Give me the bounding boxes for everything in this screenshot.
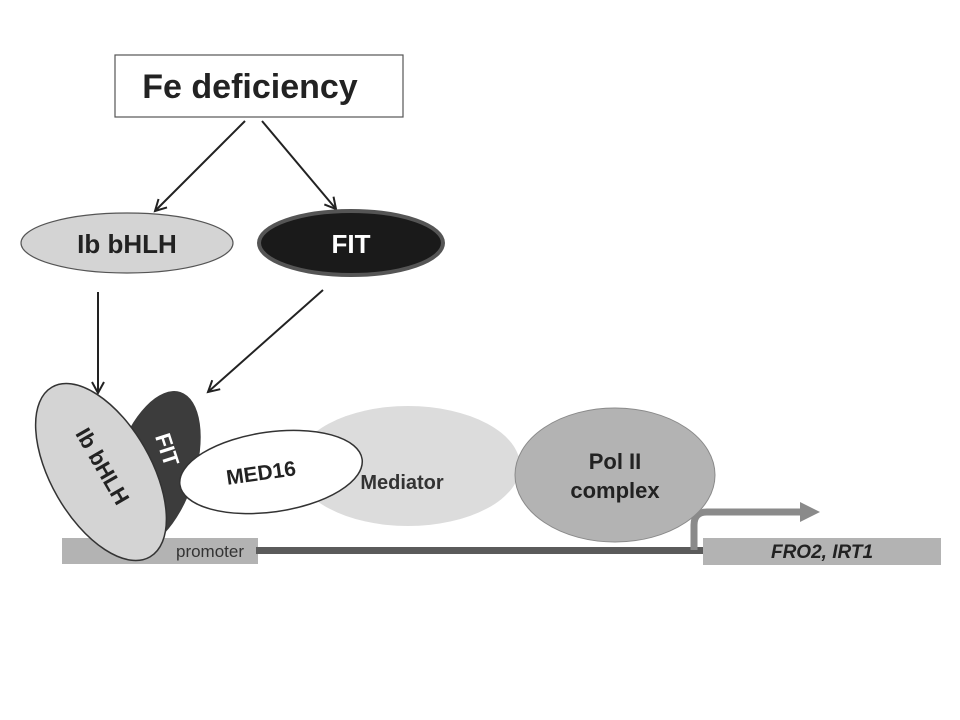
fit-top-label: FIT [332,229,371,259]
dna-line [256,547,708,554]
transcription-start-arrow [690,502,820,550]
med16-node: MED16 [178,429,364,515]
arrow-fe-to-fit [261,120,336,209]
arrow-fe-to-ib-bhlh [155,120,246,211]
pol2-complex-node: Pol II complex [514,407,716,543]
fe-deficiency-label: Fe deficiency [142,68,358,106]
fe-deficiency-node: Fe deficiency [114,54,404,118]
ib-bhlh-top-node: Ib bHLH [20,212,234,274]
tss-arrow-line [690,508,800,550]
gene-box [703,538,941,565]
med16-ellipse [178,429,364,515]
dna-strand: promoter FRO2, IRT1 [62,538,941,565]
fit-top-node: FIT [257,209,445,277]
ib-bhlh-bound-node: Ib bHLH [34,382,168,562]
arrow-fit-to-complex [208,289,324,392]
promoter-label: promoter [176,542,244,561]
pol2-label-line2: complex [570,478,660,503]
tss-arrowhead [800,502,820,522]
ib-bhlh-bound-ellipse [34,382,168,562]
ib-bhlh-top-label: Ib bHLH [77,229,177,259]
fe-deficiency-box [114,54,404,118]
mediator-label: Mediator [360,472,444,494]
mediator-ellipse [296,406,520,526]
mediator-node: Mediator [296,406,520,526]
ib-bhlh-top-ellipse [20,212,234,274]
genes-label: FRO2, IRT1 [771,542,873,563]
pol2-complex-ellipse [514,407,716,543]
fit-top-ellipse [257,209,445,277]
pol2-label-line1: Pol II [589,449,642,474]
